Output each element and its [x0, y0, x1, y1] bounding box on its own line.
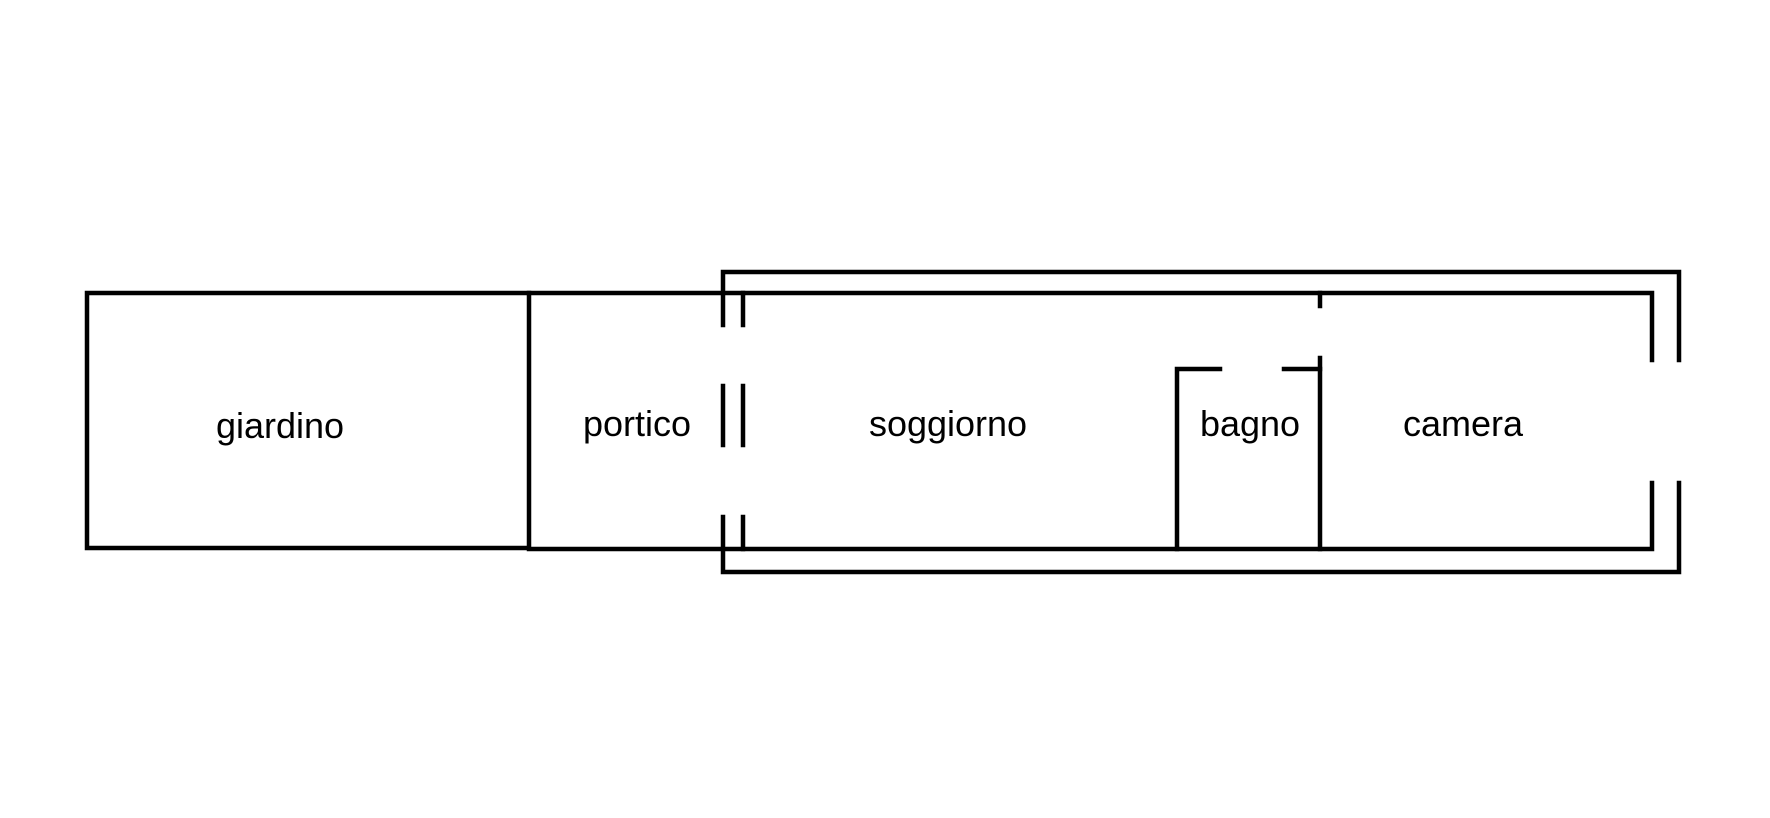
house-outer-wall	[720, 269, 1682, 575]
outer-wall-bottom	[720, 480, 1682, 575]
giardino-outline	[84, 290, 532, 551]
inner-wall-top	[740, 290, 1655, 363]
portico-area	[526, 290, 746, 552]
room-label-portico: portico	[583, 403, 691, 444]
room-label-soggiorno: soggiorno	[869, 403, 1027, 444]
outer-wall-top	[720, 269, 1682, 363]
bagno-left-wall	[1174, 366, 1223, 552]
bagno-walls	[1174, 290, 1323, 552]
room-label-bagno: bagno	[1200, 403, 1300, 444]
room-label-camera: camera	[1403, 403, 1524, 444]
house-inner-wall	[740, 290, 1655, 552]
room-label-giardino: giardino	[216, 405, 344, 446]
inner-wall-bottom	[740, 480, 1655, 552]
giardino-area	[84, 290, 532, 551]
